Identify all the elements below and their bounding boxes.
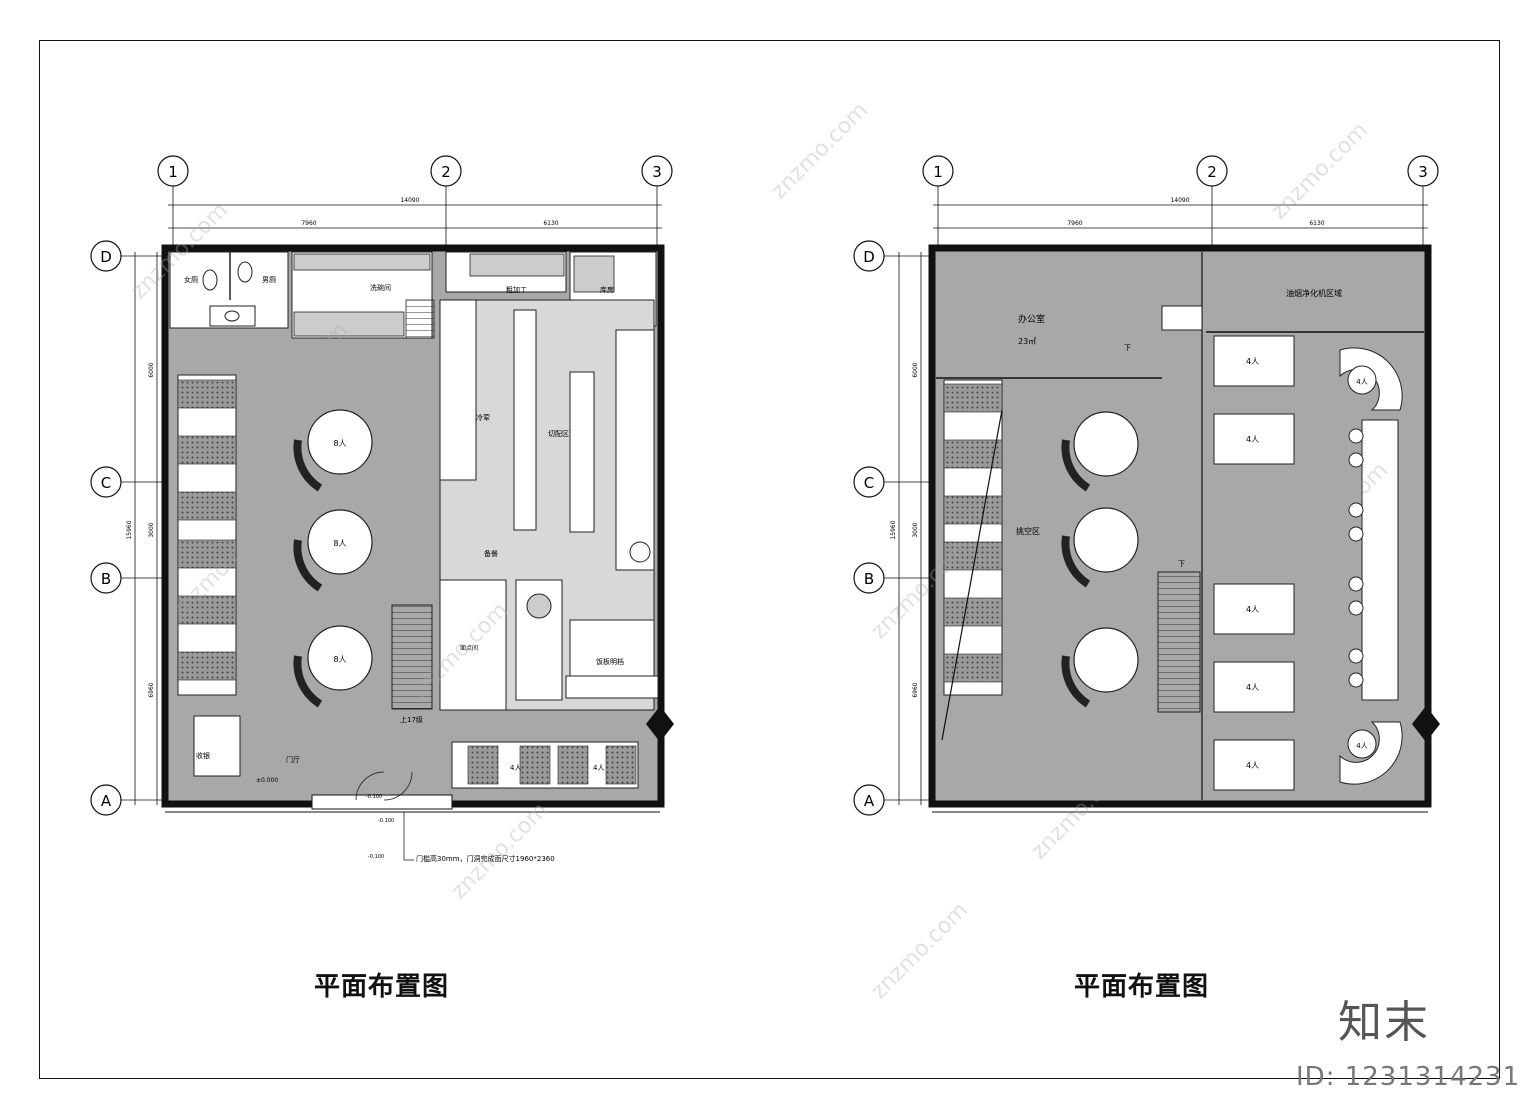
r-axis-C: C xyxy=(864,474,874,492)
axis-D: D xyxy=(100,248,112,266)
right-axis-top: 1 2 3 14090 7960 6130 xyxy=(922,155,1439,252)
table-2-label: 8人 xyxy=(333,539,346,548)
watermark: znzmo.com xyxy=(447,798,553,904)
label-male-wc: 男厕 xyxy=(262,276,276,284)
label-prep: 备餐 xyxy=(484,549,498,558)
right-axis-side: D C B A 15960 6000 3000 6960 xyxy=(853,240,932,816)
left-axis-side: D C B A 15960 6000 3000 6960 xyxy=(90,240,168,816)
booth-1: 4人 xyxy=(1246,357,1259,366)
dim-side-3: 6960 xyxy=(148,682,155,697)
level-outside-2: -0.100 xyxy=(368,854,384,860)
axis-C: C xyxy=(101,474,111,492)
front-booths: 4人 4人 xyxy=(451,741,639,789)
dim-top-2: 6130 xyxy=(543,220,558,227)
round-booth-1: 4人 xyxy=(1356,378,1367,386)
watermark: znzmo.com xyxy=(867,898,973,1004)
right-round-tables xyxy=(1061,411,1139,708)
table-1-label: 8人 xyxy=(333,439,346,448)
brand-logo: 知末 xyxy=(1338,997,1430,1048)
r-dim-side-2: 3000 xyxy=(912,522,919,537)
axis-A: A xyxy=(101,792,112,810)
label-office: 办公室 xyxy=(1018,313,1045,325)
label-cold: 冷荤 xyxy=(476,413,490,422)
r-dim-side-3: 6960 xyxy=(912,682,919,697)
label-cut: 切配区 xyxy=(548,430,569,438)
booth-front-2: 4人 xyxy=(593,764,604,772)
watermark: znzmo.com xyxy=(767,98,873,204)
label-female-wc: 女厕 xyxy=(184,275,198,284)
label-down-1: 下 xyxy=(1124,344,1131,352)
dim-side-1: 6000 xyxy=(148,362,155,377)
booth-5: 4人 xyxy=(1246,761,1259,770)
r-dim-side-total: 15960 xyxy=(890,520,897,539)
booth-front-1: 4人 xyxy=(510,764,521,772)
axis-2: 2 xyxy=(441,163,451,181)
watermark: znzmo.com xyxy=(1267,118,1373,224)
r-dim-top-2: 6130 xyxy=(1309,220,1324,227)
r-axis-2: 2 xyxy=(1207,163,1217,181)
label-stair: 上17级 xyxy=(400,715,423,724)
dim-top-1: 7960 xyxy=(301,220,316,227)
round-booth-2: 4人 xyxy=(1356,742,1367,750)
label-store: 库房 xyxy=(600,285,614,294)
left-caption: 平面布置图 xyxy=(314,972,450,1002)
label-dishwash: 洗碗间 xyxy=(370,283,391,292)
left-booths xyxy=(177,374,237,696)
drawing-frame xyxy=(39,40,1500,1079)
label-office-area: 23㎡ xyxy=(1018,337,1036,346)
level-door: -0.100 xyxy=(366,794,382,800)
r-axis-3: 3 xyxy=(1418,163,1428,181)
left-axis-top: 1 2 3 14090 7960 6130 xyxy=(157,155,673,252)
booth-3: 4人 xyxy=(1246,605,1259,614)
right-plan: 1 2 3 14090 7960 6130 D C B A 15960 6000 xyxy=(853,155,1440,816)
r-axis-A: A xyxy=(864,792,875,810)
label-down-2: 下 xyxy=(1178,560,1185,568)
cashier xyxy=(193,715,241,777)
label-purify: 油烟净化机区域 xyxy=(1286,288,1342,298)
r-axis-1: 1 xyxy=(933,163,943,181)
left-stair xyxy=(391,604,433,710)
axis-B: B xyxy=(101,570,111,588)
image-id: ID: 1231314231 xyxy=(1296,1062,1521,1092)
left-plan: 1 2 3 14090 7960 6130 D C B A 15960 xyxy=(90,155,674,863)
left-round-tables: 8人 8人 8人 xyxy=(293,409,373,708)
booth-2: 4人 xyxy=(1246,435,1259,444)
axis-3: 3 xyxy=(652,163,662,181)
r-axis-B: B xyxy=(864,570,874,588)
dim-top-total: 14090 xyxy=(400,197,419,204)
label-rough: 粗加工 xyxy=(506,285,527,294)
axis-1: 1 xyxy=(168,163,178,181)
dim-side-total: 15960 xyxy=(126,520,133,539)
dim-side-2: 3000 xyxy=(148,522,155,537)
r-dim-top-1: 7960 xyxy=(1067,220,1082,227)
label-lobby: 门厅 xyxy=(286,755,300,764)
label-void: 挑空区 xyxy=(1016,526,1040,536)
booth-4: 4人 xyxy=(1246,683,1259,692)
level-outside: -0.100 xyxy=(378,818,394,824)
level-main: ±0.000 xyxy=(256,777,278,784)
r-dim-top-total: 14090 xyxy=(1170,197,1189,204)
right-booths: 4人 4人 4人 4人 4人 4人 xyxy=(1213,335,1295,791)
label-cashier: 收银 xyxy=(196,751,210,760)
right-caption: 平面布置图 xyxy=(1074,972,1210,1002)
label-buffet: 饭板明档 xyxy=(596,657,624,666)
right-left-booths xyxy=(943,379,1003,696)
r-dim-side-1: 6000 xyxy=(912,362,919,377)
door-note: 门槛高30mm，门洞完成面尺寸1960*2360 xyxy=(416,854,555,863)
r-axis-D: D xyxy=(863,248,875,266)
label-noodle: 面点间 xyxy=(460,644,478,652)
table-3-label: 8人 xyxy=(333,655,346,664)
